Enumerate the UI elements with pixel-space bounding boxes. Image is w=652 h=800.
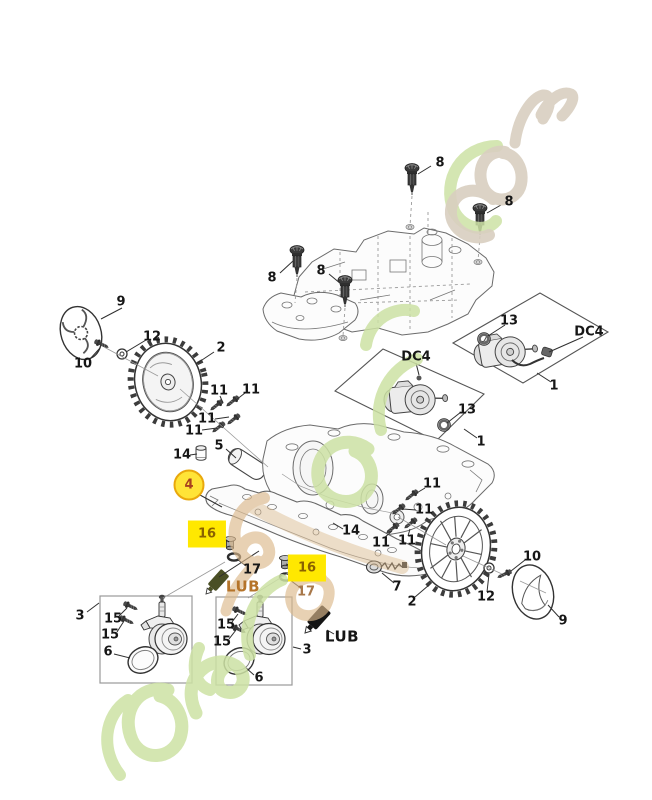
callout-4: 4: [173, 469, 205, 501]
callout-11-left-2: 11: [241, 382, 261, 398]
shoulder-screws-8: [289, 163, 488, 337]
spring-7-drawing: [365, 560, 407, 574]
callout-13-right: 13: [499, 313, 519, 329]
callout-dc4-left: DC4: [401, 349, 431, 365]
callout-8-left-inner: 8: [316, 263, 326, 279]
callout-7: 7: [392, 579, 402, 595]
callout-1-right: 1: [549, 378, 559, 394]
callout-14-right: 14: [341, 523, 361, 539]
callout-11-left-3: 11: [197, 411, 217, 427]
callout-10-left: 10: [73, 356, 93, 372]
right-wheel-drawing: [414, 500, 498, 598]
callout-11-left-4: 11: [184, 423, 204, 439]
callout-13-left: 13: [457, 402, 477, 418]
callout-16-right: 16: [287, 554, 327, 582]
motor-box-right: [451, 292, 610, 384]
callout-lub-left: LUB: [225, 577, 261, 596]
callout-11-right-1: 11: [422, 476, 442, 492]
callout-11-right-3: 11: [371, 535, 391, 551]
hubcap-right-drawing: [511, 564, 555, 620]
callout-2-right: 2: [407, 594, 417, 610]
left-wheel-drawing: [127, 336, 209, 428]
callout-1-left: 1: [476, 434, 486, 450]
callout-12-right: 12: [476, 589, 496, 605]
callout-10-right: 10: [522, 549, 542, 565]
hubcap-left-drawing: [59, 305, 103, 361]
callout-9-right: 9: [558, 613, 568, 629]
front-bumper-drawing: [262, 291, 359, 341]
callout-9-left: 9: [116, 294, 126, 310]
callout-16-left: 16: [187, 520, 227, 548]
callout-6-left: 6: [103, 644, 113, 660]
callout-15-right-1: 15: [216, 617, 236, 633]
caster-box-left: [99, 594, 193, 684]
callout-15-right-2: 15: [212, 634, 232, 650]
callout-8-top-right: 8: [504, 194, 514, 210]
grease-tube-left-icon: [205, 569, 229, 595]
callout-dc4-right: DC4: [574, 324, 604, 340]
callout-3-right: 3: [302, 642, 312, 658]
callout-8-top-center: 8: [435, 155, 445, 171]
callout-11-left-1: 11: [209, 383, 229, 399]
callout-5: 5: [214, 438, 224, 454]
chassis-pan-drawing: [205, 484, 442, 577]
callout-lub-right: LUB: [324, 627, 360, 646]
callout-15-left-1: 15: [103, 611, 123, 627]
callout-11-right-2: 11: [414, 502, 434, 518]
motor-box-left: [334, 348, 485, 442]
callout-15-left-2: 15: [100, 627, 120, 643]
callout-12-left: 12: [142, 329, 162, 345]
callout-2-left: 2: [216, 340, 226, 356]
watermark: [101, 87, 579, 781]
callout-8-left-outer: 8: [267, 270, 277, 286]
callout-14-left: 14: [172, 447, 192, 463]
callout-17-left: 17: [242, 562, 262, 578]
callout-11-right-4: 11: [397, 533, 417, 549]
callout-6-right: 6: [254, 670, 264, 686]
callout-3-left: 3: [75, 608, 85, 624]
callout-17-right: 17: [296, 584, 316, 600]
